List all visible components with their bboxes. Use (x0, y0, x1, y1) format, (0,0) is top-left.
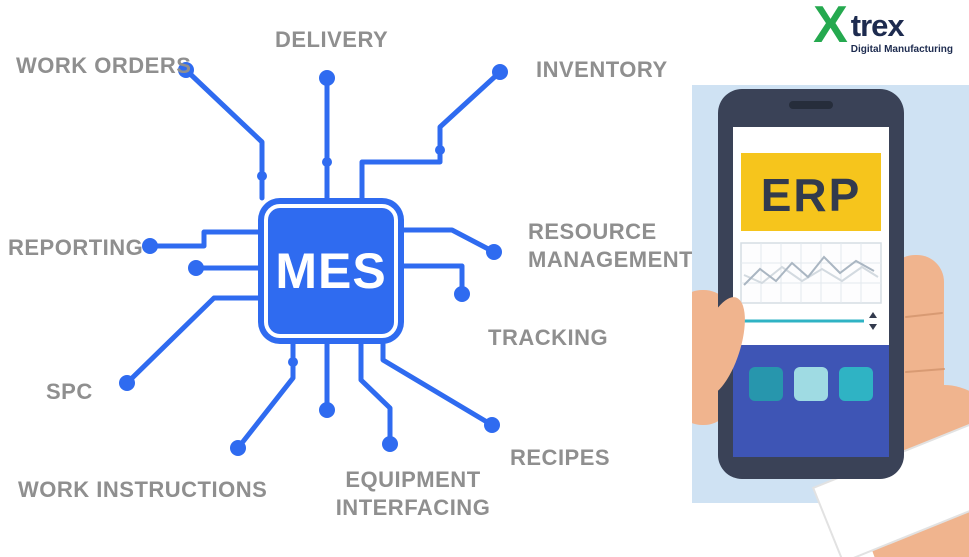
node-label-delivery: DELIVERY (275, 27, 389, 52)
node-label-tracking: TRACKING (488, 325, 609, 350)
circuit-lines-graphic (119, 62, 508, 456)
logo-x-icon: X (813, 0, 848, 54)
trace-tracking (393, 263, 465, 297)
thumb (695, 297, 745, 397)
node-label-equipment-interfacing: EQUIPMENT INTERFACING (328, 466, 498, 522)
circuit-node-dots (119, 62, 508, 456)
logo-tagline: Digital Manufacturing (850, 44, 953, 55)
trace-inventory (359, 69, 503, 201)
app-tiles-panel (733, 345, 889, 457)
trace-work-instructions (235, 333, 296, 451)
node-label-recipes: RECIPES (510, 445, 611, 470)
trace-equipment (358, 333, 393, 447)
node-label-resource-management: RESOURCE MANAGEMENT (528, 218, 693, 274)
phone-speaker (789, 101, 833, 109)
phone: ERP (718, 89, 904, 479)
sort-up-icon (869, 312, 877, 318)
trace-work-orders (183, 67, 265, 201)
erp-label: ERP (761, 169, 862, 221)
logo-name: trex (850, 8, 905, 43)
brand-logo: X trex Digital Manufacturing (813, 0, 953, 55)
erp-phone-illustration: ERP (692, 85, 969, 557)
trace-resource (393, 227, 497, 255)
node-label-spc: SPC (46, 379, 93, 404)
shirt-cuff (811, 408, 969, 557)
equipment-line2: INTERFACING (335, 495, 491, 521)
logo-text-block: trex Digital Manufacturing (851, 10, 953, 55)
mes-diagram: WORK ORDERS DELIVERY INVENTORY REPORTING… (8, 27, 693, 522)
mes-center-box: MES (264, 204, 398, 338)
trace-spc (124, 295, 261, 386)
node-label-reporting: REPORTING (8, 235, 144, 260)
slider-control (741, 312, 877, 330)
app-tile-3 (839, 367, 873, 401)
node-label-inventory: INVENTORY (536, 57, 668, 82)
resource-line1: RESOURCE (528, 219, 657, 244)
sort-down-icon (869, 324, 877, 330)
node-label-work-instructions: WORK INSTRUCTIONS (18, 477, 268, 502)
node-label-work-orders: WORK ORDERS (16, 53, 192, 78)
app-tile-1 (749, 367, 783, 401)
equipment-line1: EQUIPMENT (345, 467, 481, 492)
trace-recipes (380, 333, 495, 428)
mes-label: MES (275, 243, 387, 299)
erp-banner (741, 153, 881, 231)
mini-chart-graphic (740, 242, 882, 304)
resource-line2: MANAGEMENT (528, 247, 694, 273)
app-tile-2 (794, 367, 828, 401)
trace-reporting (147, 229, 261, 249)
